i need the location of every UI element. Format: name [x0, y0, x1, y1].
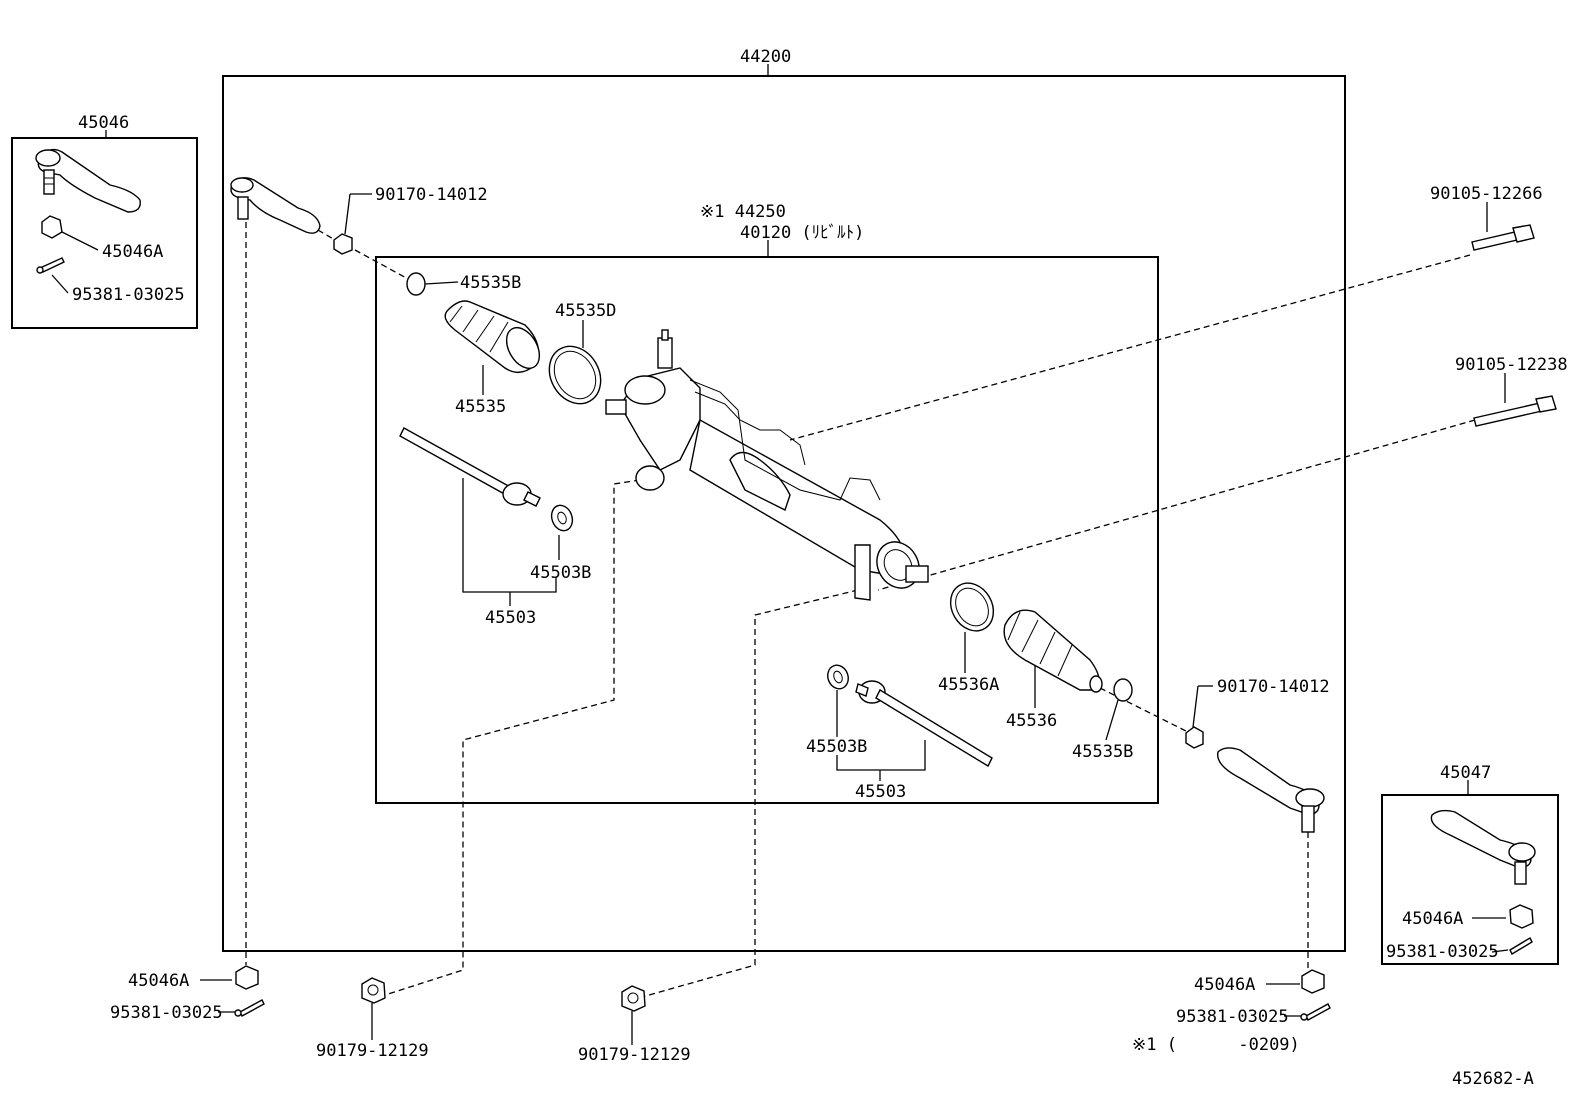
clamp-45535d-icon	[548, 345, 602, 405]
label-45503-left: 45503	[485, 608, 536, 628]
label-45535d: 45535D	[555, 301, 616, 321]
label-95381-bottom-right: 95381-03025	[1176, 1007, 1289, 1027]
label-45046a-kit-right: 45046A	[1402, 909, 1463, 929]
bolt-nut-90179-12129-right-icon	[621, 985, 646, 1012]
label-44200: 44200	[740, 47, 791, 67]
right-kit-frame	[1381, 794, 1559, 965]
label-45535b-right: 45535B	[1072, 742, 1133, 762]
label-45046: 45046	[78, 113, 129, 133]
label-45535: 45535	[455, 397, 506, 417]
boot-45536-icon	[1003, 609, 1103, 693]
label-45046a-bottom-right: 45046A	[1194, 975, 1255, 995]
label-45503-right: 45503	[855, 782, 906, 802]
leader-lines	[51, 64, 1509, 1045]
boot-45535-icon	[444, 300, 541, 373]
label-95381-bottom-left: 95381-03025	[110, 1003, 223, 1023]
label-90105-12266: 90105-12266	[1430, 184, 1543, 204]
assy-frame	[222, 75, 1346, 952]
label-90105-12238: 90105-12238	[1455, 355, 1568, 375]
nut-45046a-right-icon	[1301, 969, 1325, 994]
label-45047: 45047	[1440, 763, 1491, 783]
label-90179-left: 90179-12129	[316, 1041, 429, 1061]
bolt-90105-12266-icon	[1471, 224, 1535, 251]
label-90170-right: 90170-14012	[1217, 677, 1330, 697]
cotter-pin-right-icon	[1300, 1003, 1331, 1021]
washer-45503b-left-icon	[550, 504, 574, 532]
rack-end-45503-left-icon	[399, 427, 541, 507]
label-45046a-bottom-left: 45046A	[128, 971, 189, 991]
label-45536a: 45536A	[938, 675, 999, 695]
washer-45503b-right-icon	[827, 664, 849, 690]
label-90170-left: 90170-14012	[375, 185, 488, 205]
nut-45046a-left-icon	[235, 965, 259, 990]
label-40120: 40120 (ﾘﾋﾞﾙﾄ)	[740, 223, 864, 243]
tie-rod-end-right-icon	[1216, 747, 1325, 833]
dashed-lines	[245, 222, 1476, 998]
rack-end-45503-right-icon	[855, 680, 993, 767]
footnote: ※1 ( -0209)	[1132, 1035, 1300, 1055]
tie-rod-end-left-kit-icon	[35, 148, 141, 274]
label-45536: 45536	[1006, 711, 1057, 731]
label-45535b-left: 45535B	[460, 273, 521, 293]
label-95381-kit-right: 95381-03025	[1386, 942, 1499, 962]
steering-gear-housing-icon	[605, 329, 929, 601]
label-45503b-right: 45503B	[806, 737, 867, 757]
clamp-45535b-right-icon	[1113, 678, 1133, 702]
clamp-45535b-left-icon	[406, 272, 426, 296]
label-44250: ※1 44250	[700, 202, 786, 222]
bolt-nut-90179-12129-left-icon	[361, 977, 386, 1004]
label-90179-right: 90179-12129	[578, 1045, 691, 1065]
label-95381-kit: 95381-03025	[72, 285, 185, 305]
tie-rod-end-left-icon	[230, 177, 353, 255]
clip-90170-14012-right-icon	[1185, 726, 1204, 749]
diagram-code: 452682-A	[1452, 1069, 1534, 1089]
left-kit-frame	[11, 137, 198, 329]
tie-rod-end-right-kit-icon	[1430, 809, 1536, 955]
gear-frame	[375, 256, 1159, 804]
cotter-pin-left-icon	[234, 999, 265, 1017]
bolt-90105-12238-icon	[1473, 395, 1557, 427]
label-45046a-kit: 45046A	[102, 242, 163, 262]
clamp-45536a-icon	[949, 582, 995, 632]
label-45503b-left: 45503B	[530, 563, 591, 583]
